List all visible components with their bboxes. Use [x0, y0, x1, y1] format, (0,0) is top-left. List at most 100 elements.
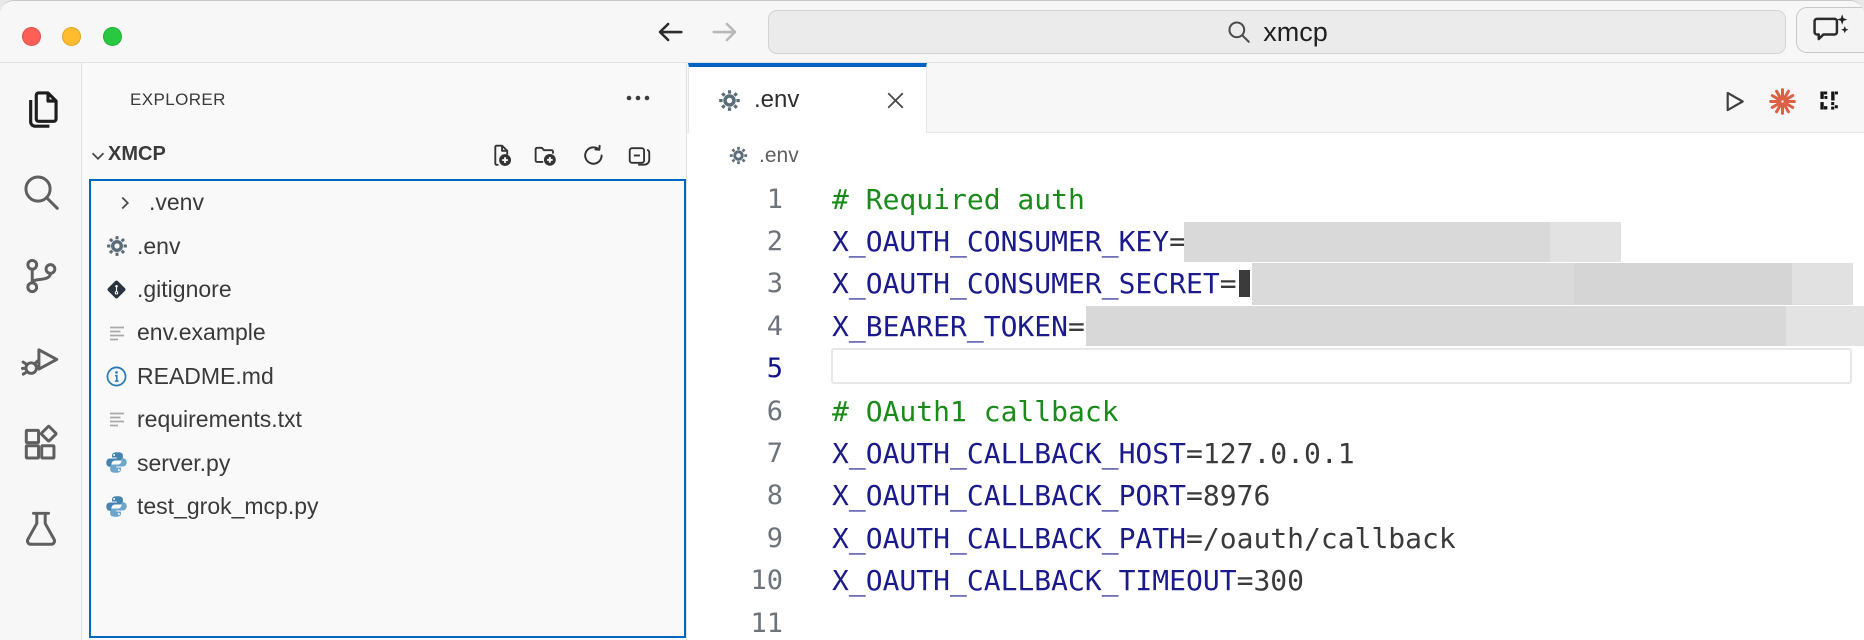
file-name: .venv [149, 189, 204, 216]
activity-bar [0, 63, 82, 640]
new-file-icon [494, 144, 511, 166]
info-icon [103, 363, 130, 390]
editor-actions [1719, 87, 1846, 117]
arrow-left-icon [658, 22, 683, 42]
line-number: 4 [766, 310, 783, 342]
code-line[interactable]: 6 # OAuth1 callback [687, 390, 1864, 432]
env-key-token: X_OAUTH_CONSUMER_KEY [832, 225, 1170, 259]
file-name: README.md [137, 362, 274, 389]
env-value-token: /oauth/callback [1202, 521, 1456, 555]
title-bar: xmcp [0, 1, 1864, 63]
env-key-token: X_OAUTH_CONSUMER_SECRET [832, 267, 1220, 301]
editor-group: .env [687, 63, 1864, 640]
python-icon [103, 449, 130, 476]
activity-explorer[interactable] [19, 86, 63, 130]
extensions-icon [24, 424, 58, 460]
activity-run-debug[interactable] [19, 338, 63, 382]
file-name: env.example [137, 319, 266, 346]
collapse-all-icon [628, 147, 651, 166]
tree-item-test-grok-mcp[interactable]: test_grok_mcp.py [91, 485, 684, 528]
file-name: requirements.txt [137, 406, 302, 433]
breadcrumb[interactable]: .env [687, 133, 1864, 178]
code-line[interactable]: 4 X_BEARER_TOKEN= [687, 305, 1864, 347]
new-folder-icon [534, 146, 556, 166]
code-editor[interactable]: 1 # Required auth 2 X_OAUTH_CONSUMER_KEY… [687, 178, 1864, 640]
debug-icon [20, 348, 59, 376]
new-file-button[interactable] [487, 142, 514, 169]
breadcrumb-item: .env [759, 143, 799, 167]
file-name: .gitignore [137, 275, 232, 302]
line-number: 11 [750, 607, 783, 639]
history-forward-button[interactable] [708, 17, 742, 47]
code-line[interactable]: 8 X_OAUTH_CALLBACK_PORT=8976 [687, 475, 1864, 517]
new-folder-button[interactable] [532, 142, 559, 169]
env-key-token: X_OAUTH_CALLBACK_PATH [832, 521, 1187, 555]
code-line-current[interactable]: 5 [687, 348, 1864, 390]
spark-button[interactable] [1768, 87, 1797, 116]
spark-icon [1769, 88, 1796, 115]
refresh-icon [584, 144, 603, 165]
redacted-value [1184, 221, 1622, 262]
code-line[interactable]: 1 # Required auth [687, 178, 1864, 220]
activity-extensions[interactable] [19, 422, 63, 466]
section-label: XMCP [108, 143, 166, 165]
activity-search[interactable] [19, 170, 63, 214]
close-icon[interactable] [883, 88, 908, 113]
collapse-all-button[interactable] [626, 142, 653, 169]
chat-toggle-button[interactable] [1796, 7, 1864, 53]
refresh-button[interactable] [580, 142, 607, 169]
search-value: xmcp [1263, 16, 1328, 47]
redacted-value [1251, 262, 1853, 305]
equals-token: = [1169, 225, 1187, 259]
command-center-search[interactable]: xmcp [768, 10, 1786, 54]
views-and-more-actions-button[interactable] [625, 87, 655, 109]
text-lines-icon [103, 406, 130, 433]
activity-testing[interactable] [19, 506, 63, 550]
line-number: 6 [766, 395, 783, 427]
chevron-down-icon [87, 145, 109, 167]
tab-bar: .env [687, 63, 1864, 133]
explorer-sidebar: EXPLORER XMCP [82, 63, 687, 640]
ellipsis-icon [626, 95, 650, 101]
run-button[interactable] [1719, 87, 1748, 116]
pixel-glyph-icon [1820, 91, 1838, 110]
tree-item-env[interactable]: .env [91, 224, 684, 267]
history-back-button[interactable] [653, 17, 687, 47]
code-line[interactable]: 10 X_OAUTH_CALLBACK_TIMEOUT=300 [687, 560, 1864, 602]
code-line[interactable]: 3 X_OAUTH_CONSUMER_SECRET= [687, 262, 1864, 305]
file-name: .env [137, 232, 181, 259]
line-number: 10 [750, 565, 783, 597]
close-window-button[interactable] [22, 27, 41, 46]
tree-item-server-py[interactable]: server.py [91, 441, 684, 484]
code-line[interactable]: 7 X_OAUTH_CALLBACK_HOST=127.0.0.1 [687, 432, 1864, 474]
tree-item-gitignore[interactable]: .gitignore [91, 268, 684, 311]
tree-item-env-example[interactable]: env.example [91, 311, 684, 354]
tab-label: .env [754, 86, 800, 113]
tree-item-venv[interactable]: .venv [91, 181, 684, 224]
sidebar-title: EXPLORER [130, 90, 226, 109]
gear-icon [103, 232, 130, 259]
gear-icon [717, 88, 742, 113]
files-icon [29, 91, 58, 128]
section-header-xmcp[interactable]: XMCP [82, 134, 686, 178]
code-line[interactable]: 2 X_OAUTH_CONSUMER_KEY= [687, 220, 1864, 262]
pixel-glyph-button[interactable] [1817, 87, 1846, 116]
equals-token: = [1186, 479, 1203, 513]
code-line[interactable]: 9 X_OAUTH_CALLBACK_PATH=/oauth/callback [687, 517, 1864, 559]
line-number: 1 [766, 183, 783, 215]
tree-item-readme[interactable]: README.md [91, 355, 684, 398]
tree-item-requirements[interactable]: requirements.txt [91, 398, 684, 441]
activity-source-control[interactable] [19, 254, 63, 298]
flask-icon [26, 511, 56, 546]
tab-env[interactable]: .env [688, 63, 927, 133]
code-line[interactable]: 11 [687, 602, 1864, 640]
file-name: test_grok_mcp.py [137, 492, 319, 519]
comment-token: # OAuth1 callback [832, 394, 1119, 428]
run-icon [1726, 91, 1744, 112]
file-tree: .venv .env [91, 181, 684, 528]
minimize-window-button[interactable] [62, 27, 81, 46]
zoom-window-button[interactable] [103, 27, 122, 46]
equals-token: = [1236, 564, 1254, 598]
partially-hidden-char [1238, 270, 1250, 298]
